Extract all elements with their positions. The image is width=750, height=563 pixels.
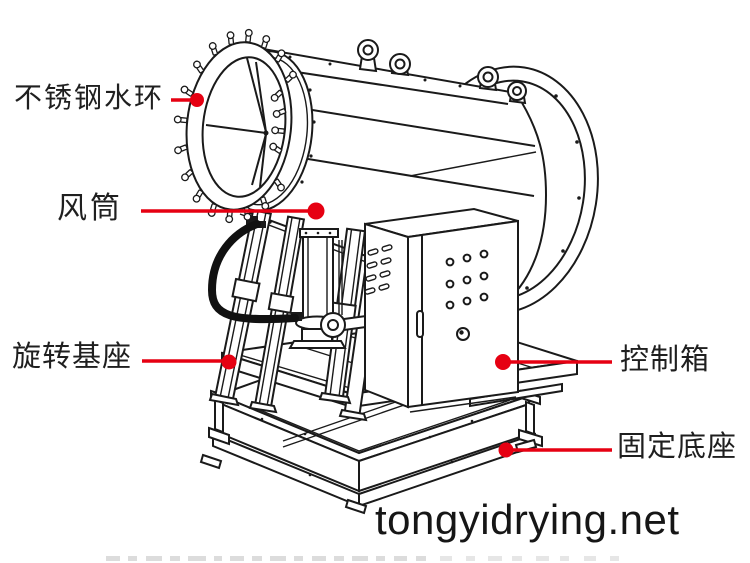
lifting-lugs-drawing [357,39,527,105]
leader-dot-control-box [495,354,511,370]
leader-dot-rotating-base [221,354,237,370]
leader-dot-fixed-base [498,442,514,458]
label-air-duct: 风筒 [57,192,123,225]
label-rotating-base: 旋转基座 [12,341,133,373]
leader-dot-water-ring [190,93,204,107]
fixed-base-drawing [199,332,543,515]
control-box-drawing [363,207,519,413]
annotation-leaders [141,93,612,458]
water-hose-drawing [207,220,299,324]
label-fixed-base: 固定底座 [617,431,738,463]
label-control-box: 控制箱 [620,344,711,376]
cutoff-text-strip [106,556,619,561]
watermark-text: tongyidrying.net [375,496,680,543]
label-stainless-steel-water-ring: 不锈钢水环 [14,82,165,113]
leader-dot-air-duct [307,202,325,220]
water-ring-drawing [173,28,299,224]
